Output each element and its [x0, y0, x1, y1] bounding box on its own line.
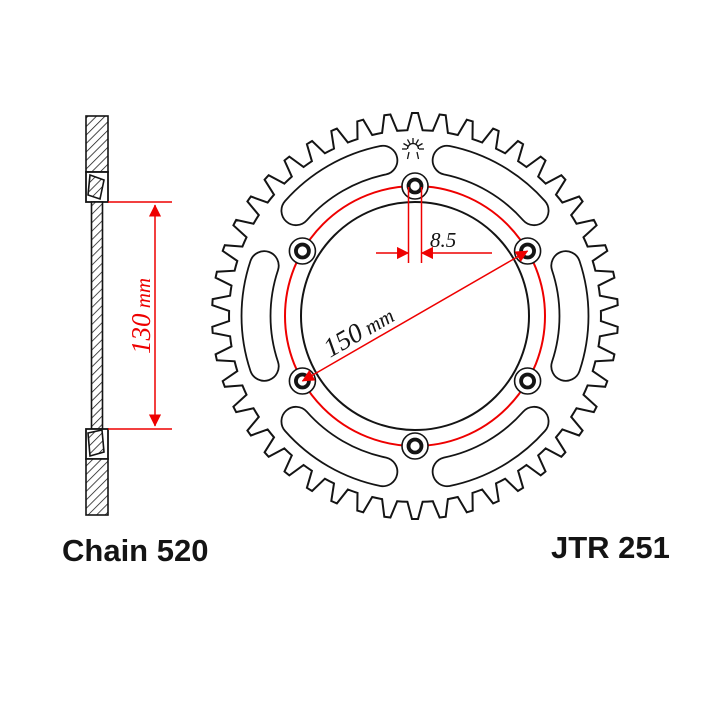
- side-view-bottom-notch: [87, 429, 105, 458]
- bolt-hole-bore: [406, 177, 424, 195]
- bolt-hole: [401, 432, 429, 460]
- side-view-bottom-section: [85, 458, 109, 516]
- dimension-130: 130 mm: [108, 201, 172, 430]
- sprocket-side-view: [85, 115, 109, 516]
- lightening-slot: [431, 144, 550, 227]
- logo-ray: [417, 142, 423, 147]
- lightening-slot: [550, 250, 590, 382]
- part-number-label: JTR 251: [551, 530, 670, 565]
- side-view-plate: [90, 201, 104, 430]
- dimension-130-label: 130 mm: [126, 278, 156, 354]
- bolt-hole: [513, 367, 542, 395]
- bolt-hole-bore: [519, 372, 536, 390]
- hole-diameter-label: 8.5: [430, 228, 456, 252]
- lightening-slot: [240, 250, 280, 382]
- logo-glyphs: [406, 151, 420, 160]
- side-view-top-section: [85, 115, 109, 173]
- logo-ray: [415, 139, 420, 145]
- chain-size-label: Chain 520: [62, 533, 208, 568]
- jt-logo: [402, 138, 424, 160]
- logo-sun-arc: [406, 142, 420, 150]
- logo-ray: [403, 142, 409, 147]
- lightening-slot: [280, 405, 399, 488]
- bolt-hole: [401, 172, 429, 200]
- dimension-8-5: 8.5: [376, 187, 492, 263]
- lightening-slots: [240, 144, 590, 488]
- lightening-slot: [280, 144, 399, 227]
- lightening-slot: [431, 405, 550, 488]
- side-view-top-notch: [87, 173, 105, 201]
- dimension-line-150: [301, 250, 529, 382]
- bolt-hole-bore: [294, 242, 311, 260]
- logo-ray: [406, 139, 411, 145]
- bolt-hole: [288, 237, 317, 265]
- bolt-hole-bore: [406, 437, 424, 455]
